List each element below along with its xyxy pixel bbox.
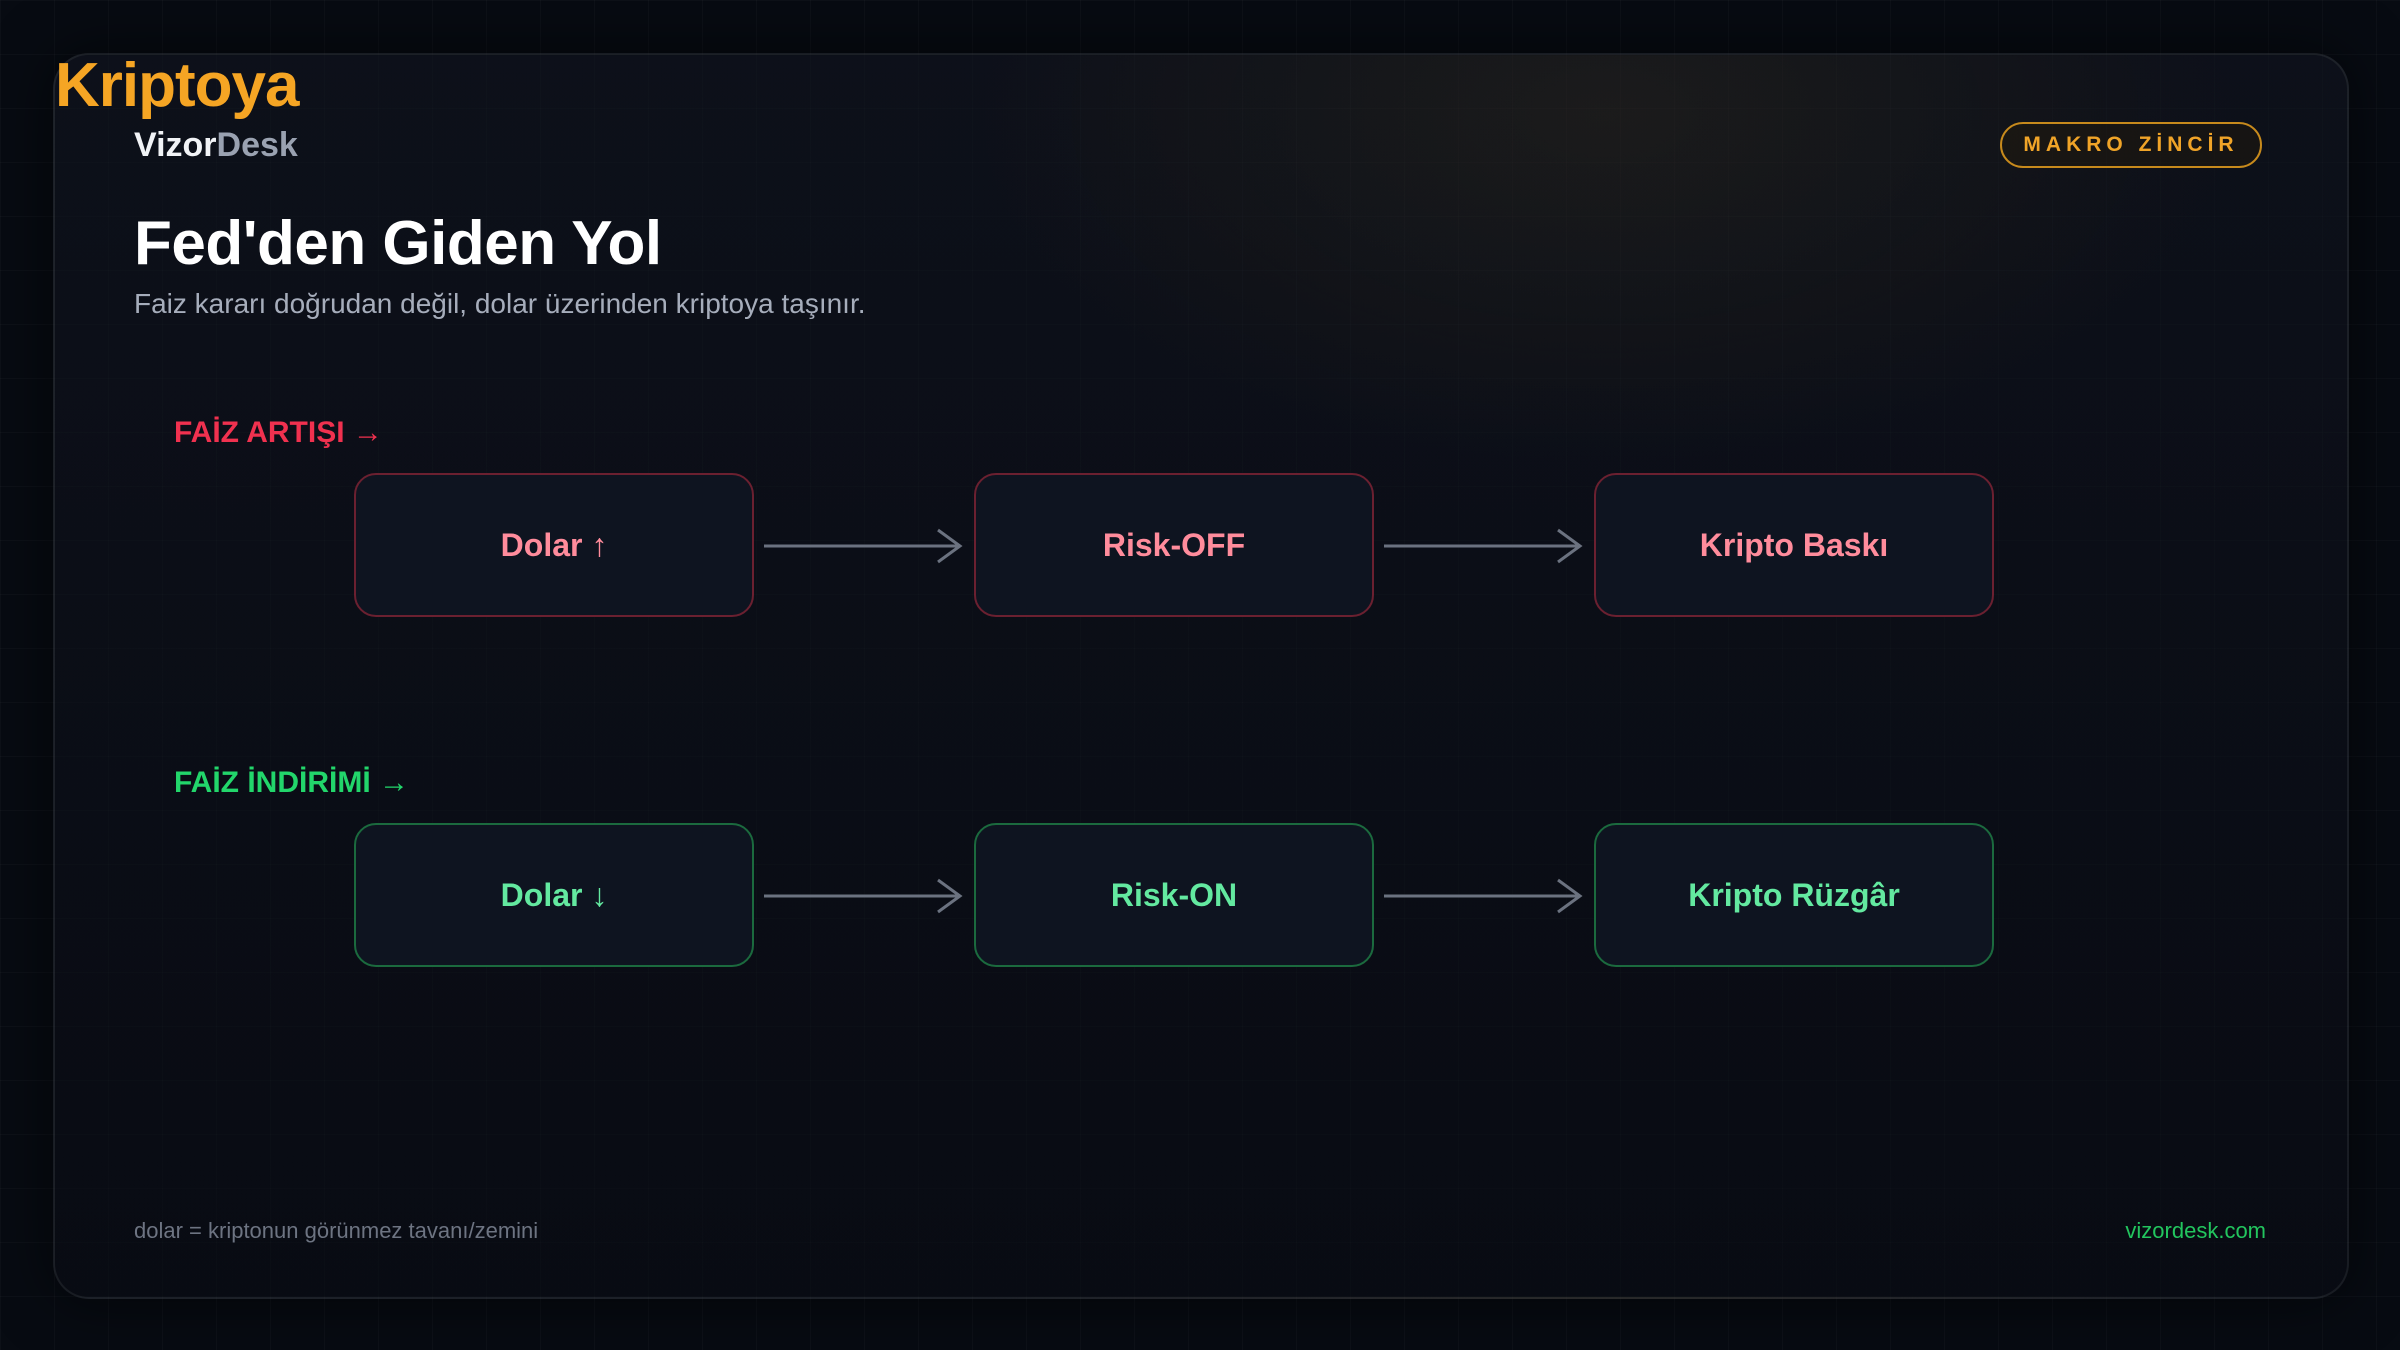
node-dollar-up: Dolar ↑ bbox=[354, 473, 754, 617]
section-badge: MAKRO ZİNCİR bbox=[2000, 122, 2262, 168]
slide-card bbox=[53, 53, 2349, 1299]
row-label-rate-hike: FAİZ ARTIŞI → bbox=[174, 416, 383, 449]
page-subtitle: Faiz kararı doğrudan değil, dolar üzerin… bbox=[134, 288, 866, 319]
node-crypto-pressure: Kripto Baskı bbox=[1594, 473, 1994, 617]
arrow-right-icon bbox=[764, 528, 963, 564]
node-crypto-tailwind: Kripto Rüzgâr bbox=[1594, 823, 1994, 967]
brand-logo: VizorDesk bbox=[134, 126, 298, 165]
row-label-rate-cut: FAİZ İNDİRİMİ → bbox=[174, 766, 409, 799]
brand-name: Kriptoya bbox=[55, 51, 299, 120]
node-risk-off: Risk-OFF bbox=[974, 473, 1374, 617]
brand-logo-part-b: Desk bbox=[216, 126, 298, 164]
arrow-right-icon bbox=[1384, 878, 1583, 914]
node-dollar-down: Dolar ↓ bbox=[354, 823, 754, 967]
arrow-right-icon bbox=[1384, 528, 1583, 564]
page-title: Fed'den Giden Yol bbox=[134, 209, 662, 278]
footer-note: dolar = kriptonun görünmez tavanı/zemini bbox=[134, 1218, 539, 1243]
arrow-right-icon bbox=[764, 878, 963, 914]
brand-logo-part-a: Vizor bbox=[134, 126, 217, 164]
node-risk-on: Risk-ON bbox=[974, 823, 1374, 967]
footer-site-link[interactable]: vizordesk.com bbox=[2125, 1218, 2266, 1243]
